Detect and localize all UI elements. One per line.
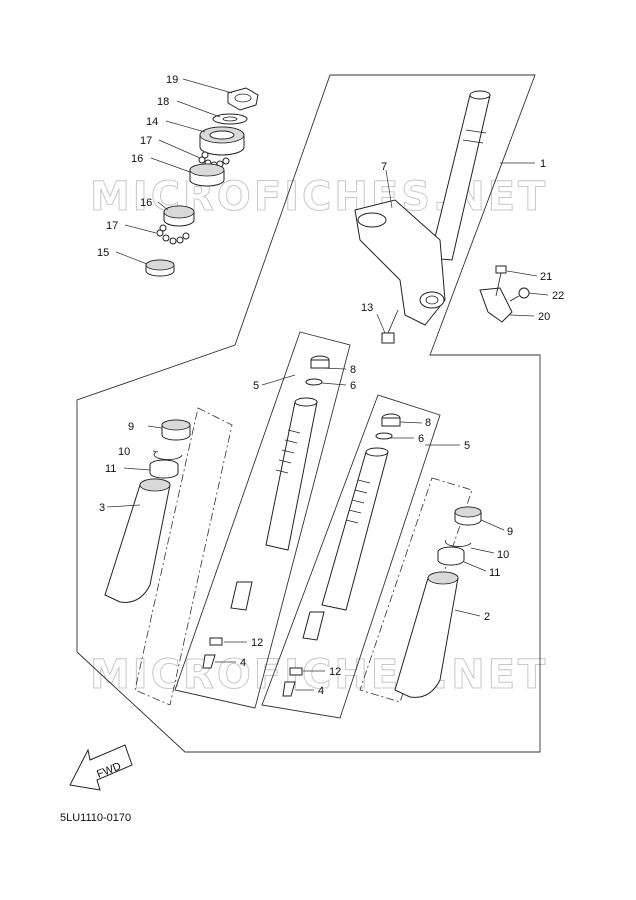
left-inner-fork [202,355,330,669]
callout-3: 3 [99,502,105,514]
callout-6: 6 [418,433,424,445]
callout-19: 19 [166,74,178,86]
callout-9: 9 [507,526,513,538]
callout-18: 18 [157,96,169,108]
callout-2: 2 [484,611,490,623]
callout-7: 7 [381,161,387,173]
watermark-top: MICROFICHES.NET [90,174,548,220]
callout-9: 9 [128,421,134,433]
callout-14: 14 [146,116,158,128]
diagram-code: 5LU1110-0170 [60,812,132,824]
callout-17: 17 [106,220,118,232]
left-outer-tube [104,419,191,603]
callout-12: 12 [251,637,263,649]
callout-22: 22 [552,290,564,302]
leader-lines [106,78,549,691]
right-fork-frame [261,394,441,719]
callout-13: 13 [361,302,373,314]
callout-labels: 19 18 14 17 16 16 17 15 7 1 21 22 20 13 … [97,74,564,697]
callout-8: 8 [425,417,431,429]
fwd-arrow: FWD [69,744,133,791]
callout-16: 16 [131,153,143,165]
callout-21: 21 [540,271,552,283]
steering-stem [354,90,530,344]
callout-10: 10 [497,549,509,561]
left-outer-tube-frame [134,407,233,706]
callout-16: 16 [140,197,152,209]
callout-20: 20 [538,311,550,323]
callout-15: 15 [97,247,109,259]
callout-5: 5 [464,440,470,452]
callout-11: 11 [105,463,116,475]
right-outer-tube [394,506,482,698]
left-fork-frame [174,331,351,709]
callout-4: 4 [318,685,324,697]
callout-17: 17 [140,135,152,147]
callout-8: 8 [350,364,356,376]
callout-1: 1 [540,158,546,170]
callout-5: 5 [253,380,259,392]
right-outer-tube-frame [359,477,473,703]
callout-4: 4 [240,657,246,669]
callout-10: 10 [118,446,130,458]
watermark-bottom: MICROFICHES.NET [90,652,548,698]
callout-11: 11 [489,567,500,579]
callout-12: 12 [329,666,341,678]
callout-6: 6 [350,380,356,392]
steering-bearing-stack [145,87,259,277]
right-inner-fork [282,413,401,697]
assembly-frame [76,74,541,753]
